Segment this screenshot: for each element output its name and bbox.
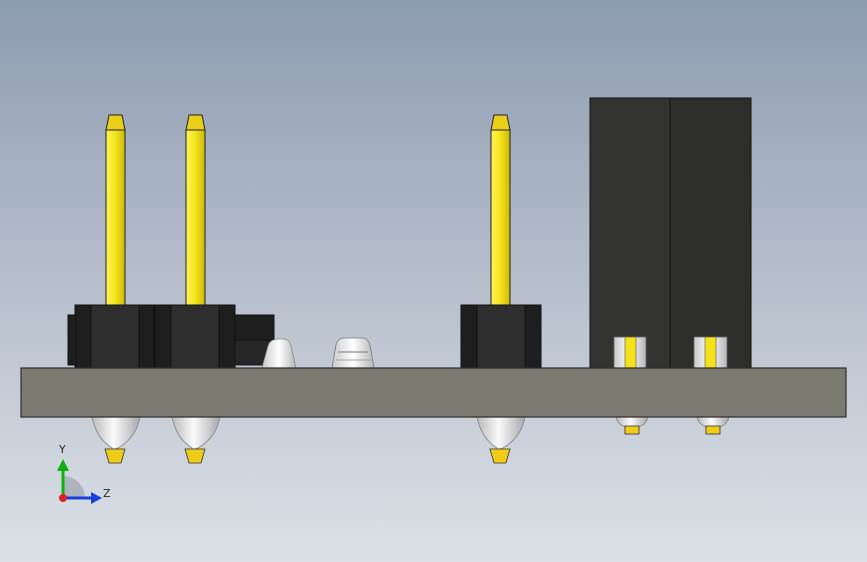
axis-triad [57,459,102,504]
header-face [90,304,140,369]
header-side-tab [67,314,77,366]
connector-left-half [589,97,671,369]
pin-tip-top [185,114,206,131]
silver-clip-1 [261,338,297,369]
contact-gold-left [624,336,637,369]
pin-header-2[interactable] [154,114,275,369]
silver-clip-2 [331,337,375,369]
header-face [170,304,220,369]
solder-joint-4 [615,416,649,435]
y-axis-arrow-icon [57,459,69,471]
solder-joint-1 [91,416,141,464]
pin-header-1[interactable] [67,114,155,369]
solder-joint-5 [696,416,730,435]
solder-joint-3 [476,416,526,464]
contact-gold-right [704,336,717,369]
solder-joint-2 [171,416,221,464]
connector-right-half [669,97,752,369]
pin-tip-top [105,114,126,131]
pin-shaft [105,129,126,307]
pin-tip-top [490,114,511,131]
header-side-block [234,314,275,341]
z-axis-label: Z [103,487,111,500]
x-axis-origin-icon [59,494,67,502]
y-axis-label: Y [59,443,66,456]
pin-header-3[interactable] [460,114,542,369]
pin-shaft [490,129,511,307]
triad-quadrant [63,476,85,498]
z-axis-arrow-icon [91,492,102,504]
dual-connector[interactable] [589,97,752,369]
header-face [476,304,526,369]
pin-shaft [185,129,206,307]
pcb-board[interactable] [20,367,847,418]
